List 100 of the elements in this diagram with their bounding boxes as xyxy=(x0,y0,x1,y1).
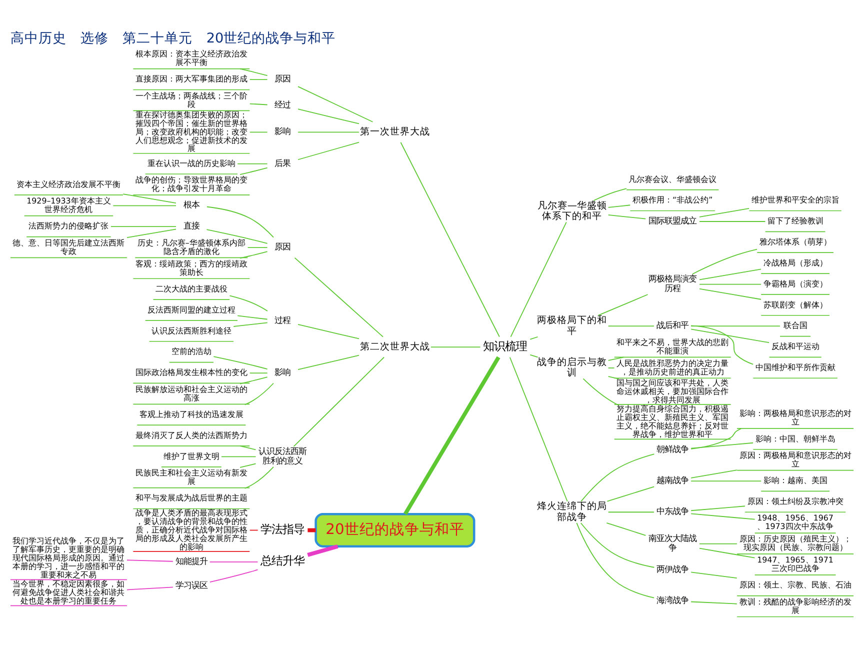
diagram-title: 高中历史 选修 第二十单元 20世纪的战争与和平 xyxy=(10,30,336,46)
connector xyxy=(699,283,762,284)
connector xyxy=(690,600,738,604)
connector xyxy=(240,166,268,175)
node-text: 越南战争 xyxy=(656,474,689,485)
connector xyxy=(110,226,176,227)
connector xyxy=(240,68,268,76)
connector xyxy=(608,511,654,512)
connector xyxy=(509,356,568,502)
node-text: 后果 xyxy=(274,157,291,168)
node-text: 学法指导 xyxy=(260,522,305,536)
node-text: 朝鲜战争 xyxy=(656,443,689,454)
node-text: 知能提升 xyxy=(175,555,208,566)
node-text: 中东战争 xyxy=(656,506,689,516)
connector xyxy=(249,131,268,132)
node-box: 20世纪的战争与和平 xyxy=(314,512,476,547)
connector xyxy=(240,376,268,384)
connector xyxy=(298,354,360,370)
connector xyxy=(699,542,738,544)
node-text: 海湾战争 xyxy=(656,594,689,604)
connector xyxy=(240,462,256,468)
connector xyxy=(690,328,770,343)
node-text: 经过 xyxy=(274,99,291,110)
connector xyxy=(298,108,360,124)
node-text: 原因 xyxy=(274,73,291,84)
connector xyxy=(244,382,274,405)
connector xyxy=(608,356,624,360)
connector xyxy=(690,469,738,478)
node-text: 国际联盟成立 xyxy=(648,214,697,225)
node-text: 两伊战争 xyxy=(656,563,689,574)
node-text: 南亚次大陆战争 xyxy=(648,532,697,552)
connector xyxy=(122,193,176,204)
connector xyxy=(530,336,538,340)
connector xyxy=(593,188,627,200)
connector xyxy=(206,206,274,238)
node-text: 两极格局下的和平 xyxy=(537,314,608,336)
connector xyxy=(249,372,268,373)
connector xyxy=(690,428,742,449)
connector xyxy=(298,86,374,122)
node-text: 直接 xyxy=(183,220,200,230)
node-text: 第一次世界大战 xyxy=(360,126,430,137)
connector xyxy=(126,228,176,238)
connector xyxy=(404,356,500,514)
connector xyxy=(206,228,268,244)
connector xyxy=(608,325,654,326)
connector xyxy=(606,486,655,502)
connector xyxy=(298,324,360,339)
connector xyxy=(608,204,631,208)
connector xyxy=(692,248,758,274)
connector xyxy=(210,568,258,582)
node-text: 根本 xyxy=(183,199,200,210)
node-text: 学习误区 xyxy=(175,580,208,590)
connector xyxy=(126,586,174,590)
connector xyxy=(221,456,256,457)
connector xyxy=(699,288,762,300)
connector xyxy=(606,522,646,536)
connector xyxy=(240,250,268,258)
connector xyxy=(699,547,756,558)
connector xyxy=(249,78,268,80)
node-text: 知识梳理 xyxy=(483,339,528,352)
connector xyxy=(308,528,316,532)
node-text: 总结升华 xyxy=(260,554,305,568)
connector xyxy=(690,571,738,578)
connector xyxy=(510,221,567,337)
node-text: 过程 xyxy=(274,314,291,324)
connector xyxy=(690,480,762,481)
connector xyxy=(294,256,384,337)
connector xyxy=(240,445,256,450)
connector xyxy=(690,325,780,326)
connector xyxy=(430,346,481,347)
connector xyxy=(112,204,176,206)
connector xyxy=(608,376,620,379)
connector xyxy=(690,324,754,364)
connector xyxy=(213,356,268,369)
connector xyxy=(233,322,268,326)
connector xyxy=(580,453,655,502)
connector xyxy=(249,102,268,105)
connector xyxy=(608,214,646,219)
connector xyxy=(608,367,615,368)
connector xyxy=(576,522,655,598)
connector xyxy=(126,559,174,562)
connector xyxy=(298,131,360,132)
connector xyxy=(237,162,268,164)
connector xyxy=(209,560,258,562)
connector xyxy=(690,442,754,448)
connector xyxy=(598,294,648,316)
connector xyxy=(580,522,655,568)
connector xyxy=(307,544,338,556)
connector xyxy=(247,246,268,248)
connector xyxy=(699,220,766,222)
node-text: 影响 xyxy=(274,126,291,136)
connector xyxy=(293,356,385,446)
node-text: 烽火连绵下的局部战争 xyxy=(537,500,608,522)
node-text: 原因 xyxy=(274,240,291,251)
node-text: 第二次世界大战 xyxy=(360,340,430,352)
connector xyxy=(690,512,756,520)
node-text: 凡尔赛—华盛顿体系下的和平 xyxy=(537,200,608,222)
connector xyxy=(699,268,762,280)
connector xyxy=(582,378,620,406)
connector xyxy=(530,354,538,358)
